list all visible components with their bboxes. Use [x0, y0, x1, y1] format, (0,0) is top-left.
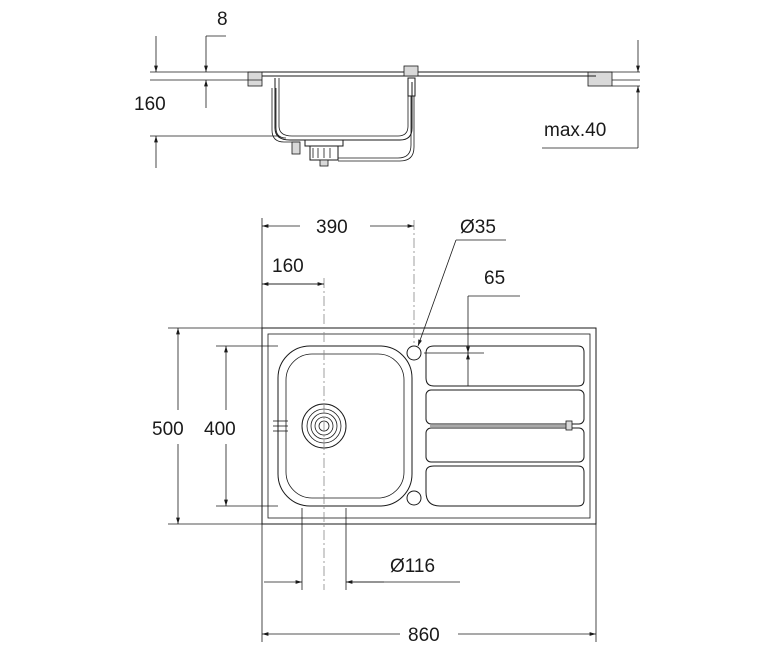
dim-tap-hole: Ø35 — [417, 217, 506, 347]
dim-overall-depth: 500 — [152, 327, 262, 525]
dim-top-drain-offset-label: 160 — [272, 256, 304, 277]
dim-top-bowl-width: 390 — [261, 217, 414, 328]
sink-outline — [261, 327, 597, 525]
overflow-hole — [406, 490, 422, 506]
waste-outlet — [273, 403, 347, 449]
dim-side-bowl-depth: 160 — [134, 36, 279, 168]
tap-hole — [406, 345, 422, 361]
dim-flange-thickness: 8 — [204, 9, 228, 108]
sink-flange — [262, 71, 596, 77]
dim-waste-diameter: Ø116 — [264, 508, 460, 590]
bowl-section — [274, 78, 413, 141]
dim-top-bowl-width-label: 390 — [316, 217, 348, 238]
dim-waste-diameter-label: Ø116 — [390, 556, 435, 577]
dim-overall-width-label: 860 — [408, 625, 440, 646]
overflow-fitting — [338, 65, 419, 162]
dim-drainer-offset: 65 — [424, 268, 520, 386]
dim-max-worktop: max.40 — [542, 40, 640, 149]
dim-top-bowl-depth: 400 — [204, 345, 278, 507]
drainer-area — [425, 345, 585, 507]
dim-overall-width: 860 — [261, 524, 597, 646]
dim-top-drain-offset: 160 — [262, 256, 324, 286]
dim-tap-hole-label: Ø35 — [460, 217, 496, 238]
dim-side-bowl-depth-label: 160 — [134, 94, 166, 115]
dim-top-bowl-depth-label: 400 — [204, 419, 236, 440]
dim-overall-depth-label: 500 — [152, 419, 184, 440]
dim-drainer-offset-label: 65 — [484, 268, 505, 289]
side-view: 8 160 max.40 — [134, 9, 640, 168]
worktop-section — [150, 71, 640, 87]
top-view: 390 Ø35 160 65 500 — [152, 217, 597, 646]
dim-flange-thickness-label: 8 — [217, 9, 228, 30]
dim-max-worktop-label: max.40 — [544, 120, 606, 141]
waste-assembly — [271, 88, 344, 167]
bowl-outline — [277, 345, 413, 507]
